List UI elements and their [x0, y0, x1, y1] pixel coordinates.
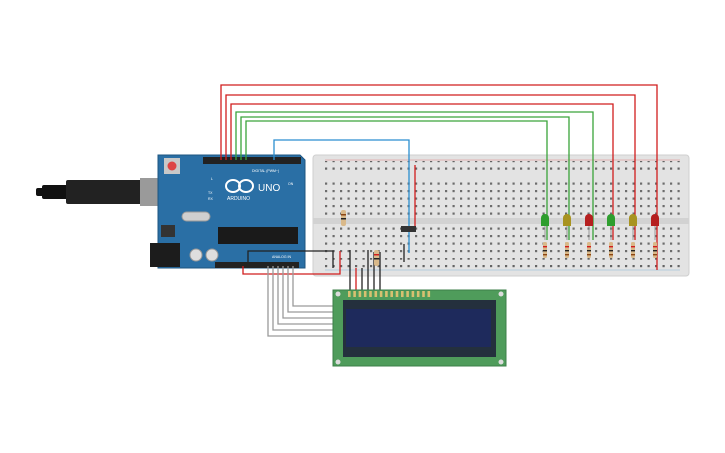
on-label: ON — [288, 182, 294, 186]
led-red — [585, 214, 593, 226]
led-array — [541, 214, 659, 258]
brand-label: ARDUINO — [227, 196, 250, 202]
wire-red — [220, 84, 658, 270]
wire-green — [245, 120, 548, 240]
breadboard-components — [341, 210, 416, 266]
lcd-pin — [427, 291, 431, 297]
led-yellow — [629, 214, 637, 226]
lcd-pin — [363, 291, 367, 297]
led-red — [651, 214, 659, 226]
rx-label: RX — [208, 197, 214, 201]
resistor-band — [543, 250, 547, 252]
potentiometer — [401, 226, 416, 232]
resistor-band — [565, 254, 569, 256]
analog-label: ANALOG IN — [272, 255, 292, 259]
wire-red — [230, 103, 614, 240]
capacitor — [205, 248, 219, 262]
lcd-pin — [369, 291, 372, 297]
resistor-band — [609, 246, 613, 248]
led-green — [607, 214, 615, 226]
wire-gray — [267, 266, 338, 337]
tx-label: TX — [208, 191, 213, 195]
lcd-pin — [395, 291, 399, 297]
resistor-band — [543, 254, 547, 256]
analog-header — [215, 262, 299, 268]
digital-header — [203, 157, 301, 164]
lcd-16x2 — [332, 289, 507, 367]
crystal-oscillator — [181, 211, 211, 222]
wire-black — [247, 250, 334, 268]
l-label: L — [211, 177, 213, 181]
wire-green — [235, 111, 594, 240]
lcd-pin — [390, 291, 393, 297]
resistor-band — [587, 246, 591, 248]
capacitor — [189, 248, 203, 262]
resistor-band — [653, 250, 657, 252]
resistor-band — [653, 254, 657, 256]
led-green — [541, 214, 549, 226]
resistor-band — [565, 246, 569, 248]
resistor-band — [587, 250, 591, 252]
led-yellow — [563, 214, 571, 226]
lcd-pin — [385, 291, 388, 297]
wire-gray — [292, 266, 338, 307]
usb-connector — [140, 178, 162, 206]
wire-blue — [273, 139, 410, 253]
lcd-pin — [358, 291, 362, 297]
lcd-pin — [348, 291, 351, 297]
resistor-band — [609, 250, 613, 252]
wire-red — [225, 94, 636, 240]
lcd-pin — [379, 291, 383, 297]
wire-gray — [282, 266, 338, 319]
lcd-pin — [422, 291, 425, 297]
wires — [220, 84, 658, 337]
digital-label: DIGITAL (PWM~) — [252, 169, 279, 173]
resistor-band — [565, 250, 569, 252]
model-label: UNO — [258, 183, 280, 194]
resistor-band — [609, 254, 613, 256]
atmega-chip — [218, 227, 298, 244]
breadboard — [312, 154, 690, 277]
arduino-logo — [225, 179, 254, 193]
resistor-band — [587, 254, 591, 256]
wire-green — [240, 116, 570, 240]
resistor-band — [631, 246, 635, 248]
wire-gray — [287, 266, 338, 313]
resistor-band — [653, 246, 657, 248]
lcd-screen — [346, 309, 491, 347]
lcd-pin — [411, 291, 415, 297]
resistor-band — [631, 250, 635, 252]
wire-gray — [272, 266, 338, 331]
lcd-pin-header — [348, 291, 431, 297]
lcd-pin — [353, 291, 356, 297]
lcd-pin — [416, 291, 420, 297]
lcd-pin — [401, 291, 404, 297]
resistor-band — [631, 254, 635, 256]
lcd-pin — [406, 291, 409, 297]
resistor-band — [543, 246, 547, 248]
wire-red — [242, 251, 341, 275]
power-jack — [150, 243, 180, 267]
arduino-uno-board: ARDUINO UNO DIGITAL (PWM~) ANALOG IN TX … — [36, 154, 306, 269]
wire-gray — [277, 266, 338, 325]
lcd-pin — [374, 291, 378, 297]
